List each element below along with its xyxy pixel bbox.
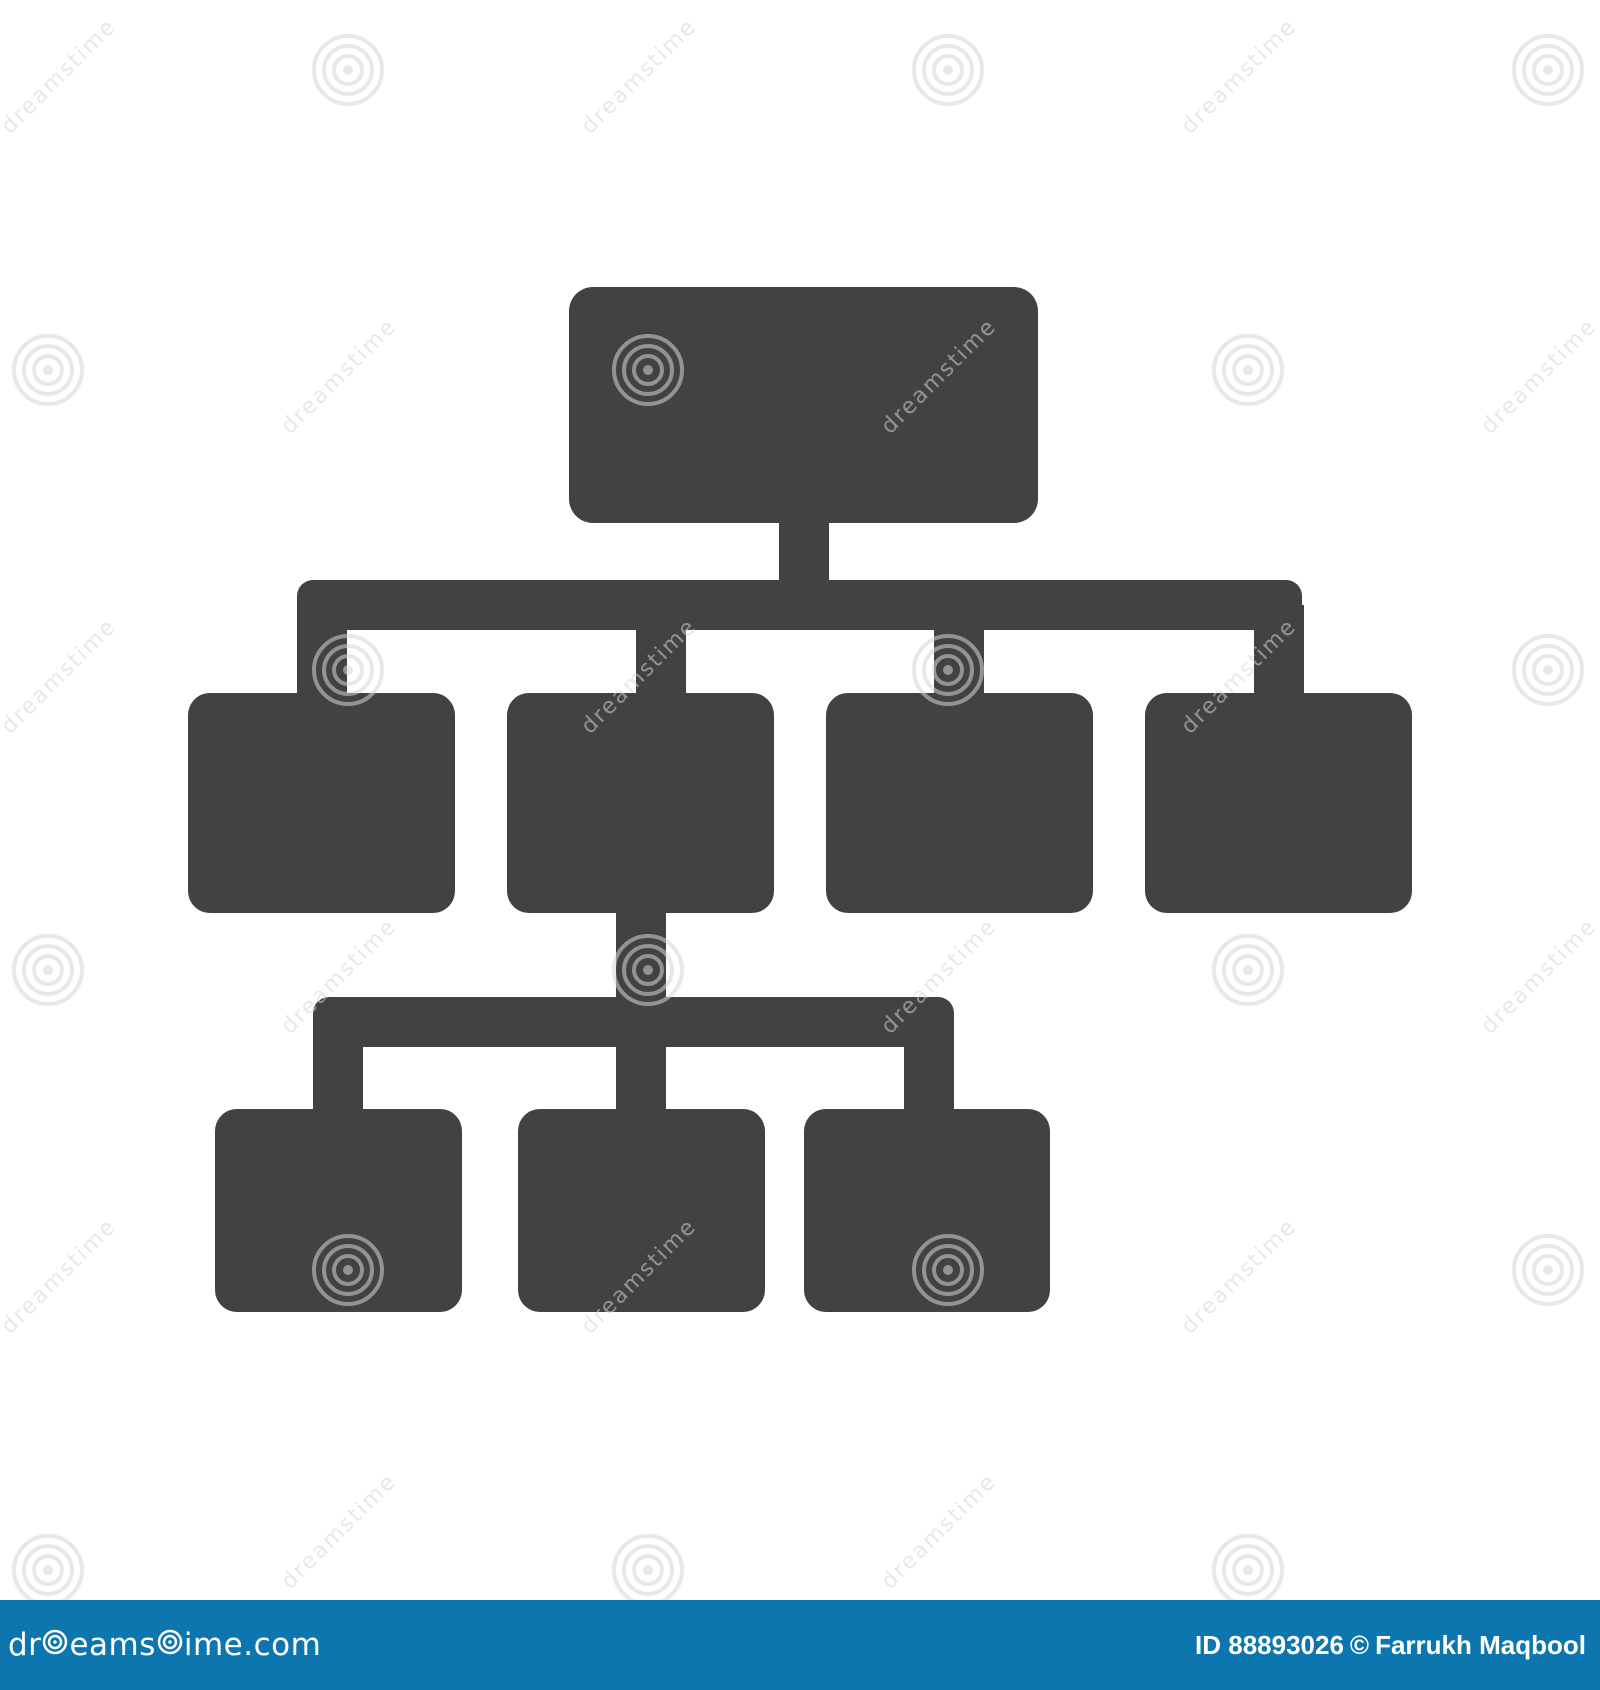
watermark-text: dreamstime bbox=[877, 1469, 1002, 1594]
image-credit: ID 88893026 © Farrukh Maqbool bbox=[1195, 1630, 1586, 1661]
watermark-text: dreamstime bbox=[277, 314, 402, 439]
level-2-node-2 bbox=[507, 693, 774, 913]
spiral-logo-icon bbox=[312, 634, 384, 706]
spiral-logo-icon-2 bbox=[157, 1627, 183, 1663]
spiral-logo-icon bbox=[12, 334, 84, 406]
footer-bar: dr eams ime.com ID 88893026 © Farrukh Ma… bbox=[0, 1600, 1600, 1690]
spiral-logo-icon bbox=[1512, 1234, 1584, 1306]
root-node bbox=[569, 287, 1038, 523]
copyright-symbol: © bbox=[1349, 1629, 1370, 1660]
spiral-logo-icon bbox=[312, 1234, 384, 1306]
connector-mid-stem bbox=[616, 905, 666, 1000]
author-name: Farrukh Maqbool bbox=[1375, 1629, 1586, 1660]
spiral-logo-icon bbox=[1212, 934, 1284, 1006]
spiral-logo-icon bbox=[12, 934, 84, 1006]
org-chart-diagram: dreamstime dreamstime dreamstime dreamstime… bbox=[0, 14, 1600, 1600]
spiral-logo-icon bbox=[1512, 34, 1584, 106]
dreamstime-logo: dr eams ime.com bbox=[8, 1627, 321, 1663]
watermark-text: dreamstime bbox=[0, 14, 122, 139]
connector-drop-7 bbox=[904, 1022, 954, 1112]
watermark-text: dreamstime bbox=[277, 1469, 402, 1594]
spiral-logo-icon bbox=[912, 634, 984, 706]
connector-drop-5 bbox=[313, 1022, 363, 1112]
spiral-logo-icon bbox=[912, 34, 984, 106]
watermark-text: dreamstime bbox=[1177, 14, 1302, 139]
connector-drop-2 bbox=[636, 605, 686, 695]
connector-root-stem bbox=[779, 515, 829, 580]
connector-drop-4 bbox=[1254, 605, 1304, 695]
level-3-node-2 bbox=[518, 1109, 765, 1312]
spiral-logo-icon bbox=[912, 1234, 984, 1306]
connector-drop-6 bbox=[616, 1022, 666, 1112]
watermark-text: dreamstime bbox=[0, 1214, 122, 1339]
spiral-logo-icon bbox=[612, 934, 684, 1006]
spiral-logo-icon bbox=[612, 1534, 684, 1600]
image-id: ID 88893026 bbox=[1195, 1629, 1344, 1660]
level-2-node-1 bbox=[188, 693, 455, 913]
level-2-node-3 bbox=[826, 693, 1093, 913]
spiral-logo-icon bbox=[12, 1534, 84, 1600]
spiral-logo-icon bbox=[312, 34, 384, 106]
brand-middle: eams bbox=[69, 1627, 156, 1663]
watermark-text: dreamstime bbox=[1177, 1214, 1302, 1339]
spiral-logo-icon bbox=[612, 334, 684, 406]
watermark-text: dreamstime bbox=[0, 614, 122, 739]
spiral-logo-icon bbox=[1212, 1534, 1284, 1600]
brand-prefix: dr bbox=[8, 1627, 42, 1663]
connector-bus-top bbox=[297, 580, 1302, 630]
spiral-logo-icon bbox=[1512, 634, 1584, 706]
level-3-node-1 bbox=[215, 1109, 462, 1312]
watermark-text: dreamstime bbox=[1477, 914, 1600, 1039]
hierarchy-icon bbox=[188, 287, 1412, 1312]
watermark-text: dreamstime bbox=[577, 14, 702, 139]
brand-suffix: ime.com bbox=[183, 1627, 322, 1663]
spiral-logo-icon bbox=[42, 1627, 68, 1663]
level-3-node-3 bbox=[804, 1109, 1050, 1312]
spiral-logo-icon bbox=[1212, 334, 1284, 406]
watermark-text: dreamstime bbox=[1477, 314, 1600, 439]
level-2-node-4 bbox=[1145, 693, 1412, 913]
